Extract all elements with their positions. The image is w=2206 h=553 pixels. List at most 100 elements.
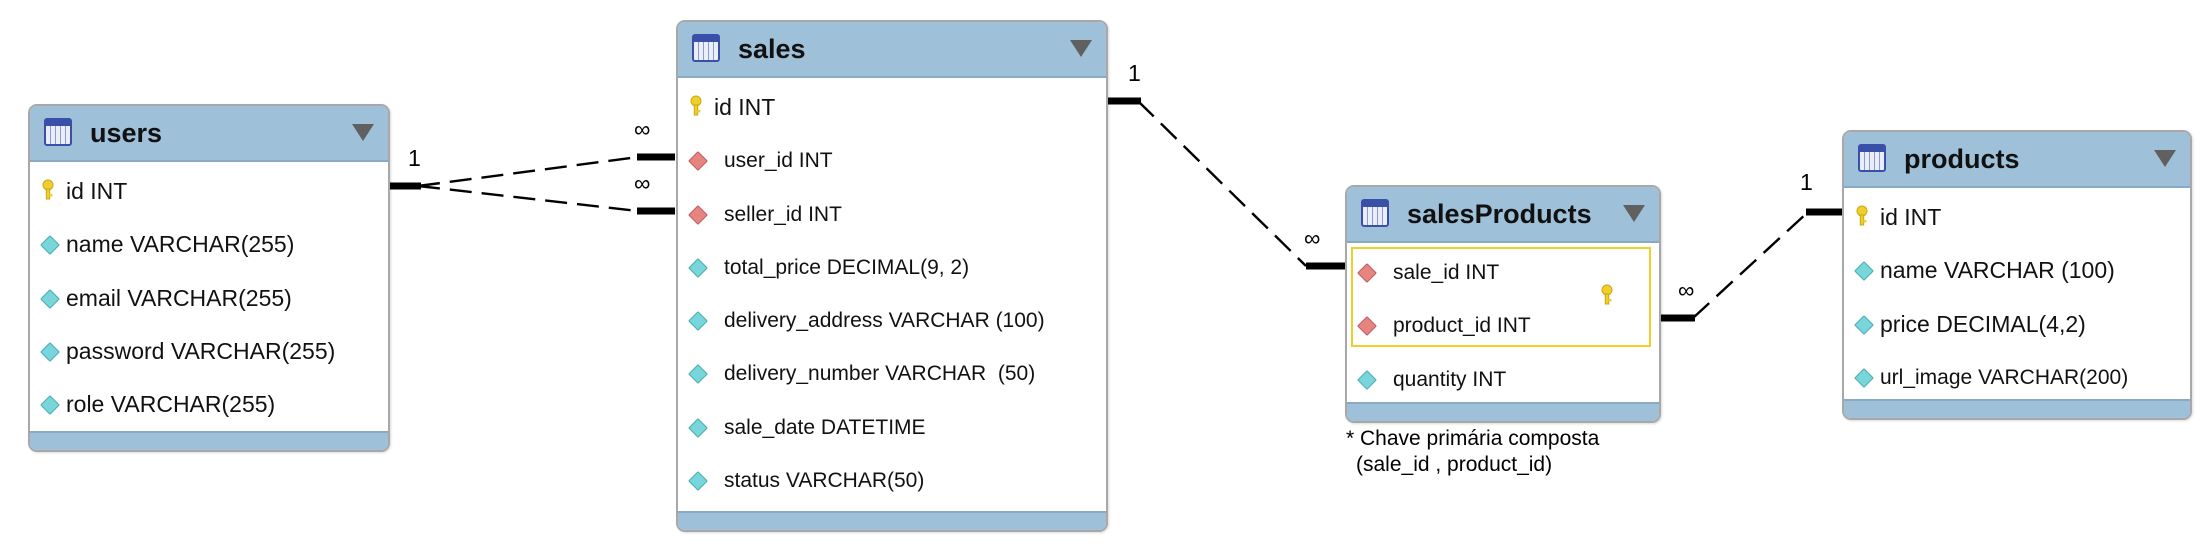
entity-sales[interactable]: sales id INT user_id INT seller_id INT t…	[676, 20, 1108, 532]
rel-sales-salesproducts-line	[1137, 100, 1307, 267]
field-row[interactable]: id INT	[30, 168, 388, 221]
field-type: INT	[808, 202, 842, 226]
field-type: DECIMAL(4,2)	[1936, 310, 2086, 337]
users-sales-many-label-2: ∞	[634, 170, 651, 196]
sales-salesproducts-one-label: 1	[1128, 60, 1141, 86]
entity-title: sales	[738, 34, 806, 64]
entity-title: users	[90, 118, 163, 148]
field-row[interactable]: total_price DECIMAL(9, 2)	[678, 244, 1106, 297]
field-name: seller_id	[724, 202, 803, 226]
field-row[interactable]: status VARCHAR(50)	[678, 457, 1106, 510]
rel-users-sales-user-line	[417, 155, 639, 188]
field-type: INT	[738, 94, 776, 120]
field-row[interactable]: sale_date DATETIME	[678, 404, 1106, 457]
composite-key-note-line1: * Chave primária composta	[1346, 427, 1600, 450]
table-icon	[1361, 199, 1389, 227]
collapse-triangle-icon[interactable]	[2154, 150, 2176, 167]
field-row[interactable]: product_id INT	[1347, 302, 1659, 355]
field-type: DATETIME	[820, 415, 926, 439]
entity-header[interactable]: sales	[678, 22, 1106, 78]
table-icon	[1858, 144, 1886, 172]
field-row[interactable]: url_image VARCHAR(200)	[1844, 354, 2190, 407]
entity-salesproducts[interactable]: salesProducts sale_id INT product_id INT…	[1345, 185, 1661, 423]
attribute-diamond-icon	[688, 417, 708, 438]
attribute-diamond-icon	[688, 471, 708, 491]
field-row[interactable]: name VARCHAR(255)	[30, 221, 388, 274]
attribute-diamond-icon	[40, 235, 60, 256]
field-type: INT	[1472, 367, 1507, 391]
collapse-triangle-icon[interactable]	[352, 124, 374, 141]
attribute-diamond-icon	[40, 395, 60, 416]
table-icon	[692, 34, 720, 62]
entity-fields: sale_id INT product_id INT quantity INT	[1347, 243, 1659, 409]
field-name: status	[724, 469, 781, 493]
primary-key-icon	[42, 179, 54, 200]
foreign-key-diamond-icon	[1357, 263, 1377, 283]
field-row[interactable]: price DECIMAL(4,2)	[1844, 301, 2190, 354]
field-name: id	[1880, 204, 1898, 230]
field-type: VARCHAR(255)	[127, 284, 292, 311]
field-name: price	[1880, 310, 1930, 337]
field-row[interactable]: quantity INT	[1347, 356, 1659, 409]
field-name: product_id	[1393, 314, 1492, 338]
field-row[interactable]: delivery_number VARCHAR (50)	[678, 350, 1106, 403]
entity-footer	[30, 431, 388, 450]
attribute-diamond-icon	[1854, 314, 1874, 335]
composite-key-note-line2: (sale_id , product_id)	[1356, 453, 1553, 476]
field-row[interactable]: role VARCHAR(255)	[30, 381, 388, 434]
field-row[interactable]: email VARCHAR(255)	[30, 275, 388, 328]
attribute-diamond-icon	[1854, 261, 1874, 282]
field-name: name	[1880, 257, 1938, 284]
field-type: VARCHAR(50)	[785, 469, 925, 493]
entity-header[interactable]: users	[30, 106, 388, 162]
field-type: INT	[1496, 314, 1531, 338]
field-type: VARCHAR (100)	[1943, 257, 2115, 284]
attribute-diamond-icon	[688, 257, 708, 278]
entity-users[interactable]: users id INT name VARCHAR(255) email VAR…	[28, 104, 390, 452]
entity-title: products	[1904, 144, 2020, 174]
field-type: VARCHAR(255)	[170, 337, 336, 364]
foreign-key-diamond-icon	[688, 151, 708, 172]
field-type: VARCHAR(200)	[1978, 365, 2129, 389]
field-row[interactable]: password VARCHAR(255)	[30, 328, 388, 381]
field-type: VARCHAR(255)	[110, 391, 276, 418]
field-type: INT	[1904, 204, 1942, 230]
composite-primary-key-icon	[1601, 284, 1613, 305]
field-name: sale_date	[724, 415, 816, 439]
products-salesproducts-one-label: 1	[1800, 169, 1813, 195]
attribute-diamond-icon	[688, 311, 708, 332]
field-type: DECIMAL(9, 2)	[826, 255, 970, 279]
field-row[interactable]: name VARCHAR (100)	[1844, 247, 2190, 300]
field-name: delivery_address	[724, 309, 883, 333]
field-name: id	[66, 178, 84, 204]
collapse-triangle-icon[interactable]	[1070, 40, 1092, 57]
field-row[interactable]: delivery_address VARCHAR (100)	[678, 297, 1106, 350]
field-name: sale_id	[1393, 261, 1460, 284]
field-row[interactable]: user_id INT	[678, 137, 1106, 190]
rel-users-sales-seller-line	[417, 184, 639, 213]
primary-key-icon	[690, 95, 702, 116]
rel-products-salesproducts-line	[1692, 211, 1809, 319]
entity-header[interactable]: salesProducts	[1347, 187, 1659, 243]
field-row[interactable]: seller_id INT	[678, 191, 1106, 244]
entity-header[interactable]: products	[1844, 132, 2190, 188]
field-row[interactable]: id INT	[678, 84, 1106, 137]
attribute-diamond-icon	[40, 288, 60, 309]
entity-fields: id INT name VARCHAR(255) email VARCHAR(2…	[30, 162, 388, 434]
attribute-diamond-icon	[1854, 367, 1874, 388]
field-row[interactable]: sale_id INT	[1347, 249, 1659, 302]
field-name: delivery_number	[724, 362, 880, 386]
entity-title: salesProducts	[1407, 199, 1592, 229]
field-row[interactable]: id INT	[1844, 194, 2190, 247]
entity-products[interactable]: products id INT name VARCHAR (100) price…	[1842, 130, 2192, 420]
users-sales-one-label: 1	[408, 145, 421, 171]
collapse-triangle-icon[interactable]	[1623, 205, 1645, 222]
field-type: VARCHAR(255)	[129, 231, 295, 258]
foreign-key-diamond-icon	[688, 204, 708, 225]
field-type: VARCHAR (100)	[888, 309, 1045, 333]
field-name: id	[714, 94, 732, 120]
field-name: quantity	[1393, 367, 1467, 391]
table-icon	[44, 118, 72, 146]
field-type: INT	[798, 149, 833, 173]
